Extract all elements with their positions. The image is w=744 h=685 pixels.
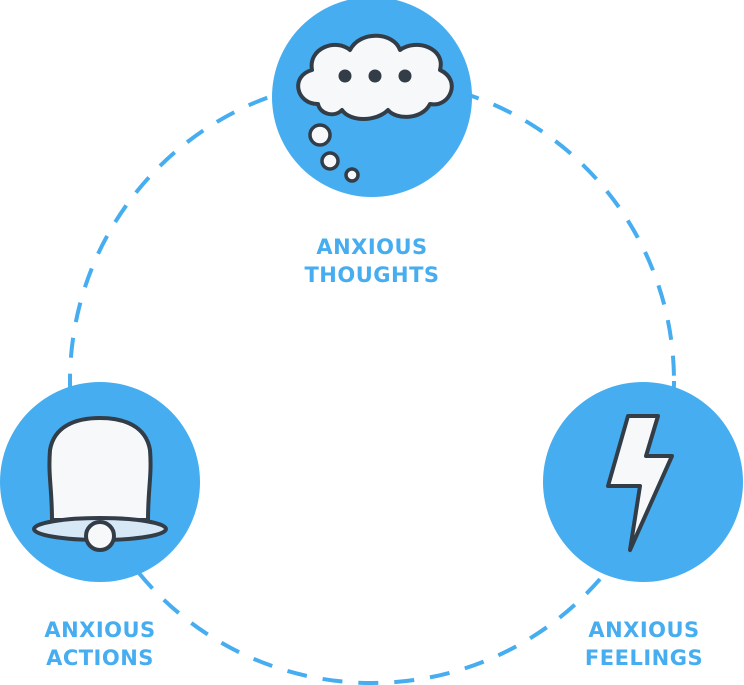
node-actions xyxy=(0,382,200,582)
lightning-bolt-icon xyxy=(606,414,674,552)
label-actions-line1: ANXIOUS xyxy=(44,618,156,642)
label-actions-line2: ACTIONS xyxy=(46,646,154,670)
label-anxious-actions: ANXIOUS ACTIONS xyxy=(0,616,200,672)
label-anxious-thoughts: ANXIOUS THOUGHTS xyxy=(272,233,472,289)
label-thoughts-line2: THOUGHTS xyxy=(304,263,440,287)
label-thoughts-line1: ANXIOUS xyxy=(316,235,428,259)
node-feelings xyxy=(543,382,743,582)
label-feelings-line1: ANXIOUS xyxy=(588,618,700,642)
thought-cloud-icon xyxy=(296,33,454,183)
label-anxious-feelings: ANXIOUS FEELINGS xyxy=(544,616,744,672)
node-thoughts xyxy=(272,0,472,197)
bell-icon xyxy=(32,416,168,552)
label-feelings-line2: FEELINGS xyxy=(584,646,704,670)
